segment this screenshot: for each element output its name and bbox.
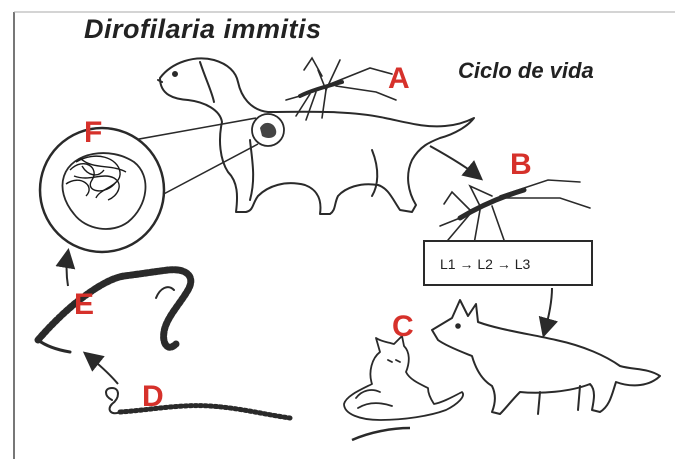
arrow-dog-to-b xyxy=(430,146,480,178)
label-d: D xyxy=(142,382,164,412)
diagram-title: Dirofilaria immitis xyxy=(84,14,322,45)
arrow-d-to-e xyxy=(86,354,118,384)
arrow-box-to-c xyxy=(544,288,552,334)
adult-worm-illustration xyxy=(38,270,191,352)
arrow-e-to-f xyxy=(67,252,69,286)
mosquito-a-illustration xyxy=(286,58,396,120)
label-e: E xyxy=(74,290,94,320)
label-a: A xyxy=(388,64,410,94)
label-b: B xyxy=(510,150,532,180)
label-f: F xyxy=(84,118,102,148)
microfilaria-illustration xyxy=(106,388,290,418)
larval-stages-text: L1 → L2 → L3 xyxy=(440,256,530,272)
mosquito-b-illustration xyxy=(440,180,590,244)
diagram-subtitle: Ciclo de vida xyxy=(458,58,594,84)
fox-illustration xyxy=(432,300,660,414)
label-c: C xyxy=(392,312,414,342)
ground-stroke xyxy=(352,428,410,440)
cat-illustration xyxy=(344,336,463,420)
heart-location-circle xyxy=(252,114,284,146)
dog-illustration xyxy=(158,58,474,214)
